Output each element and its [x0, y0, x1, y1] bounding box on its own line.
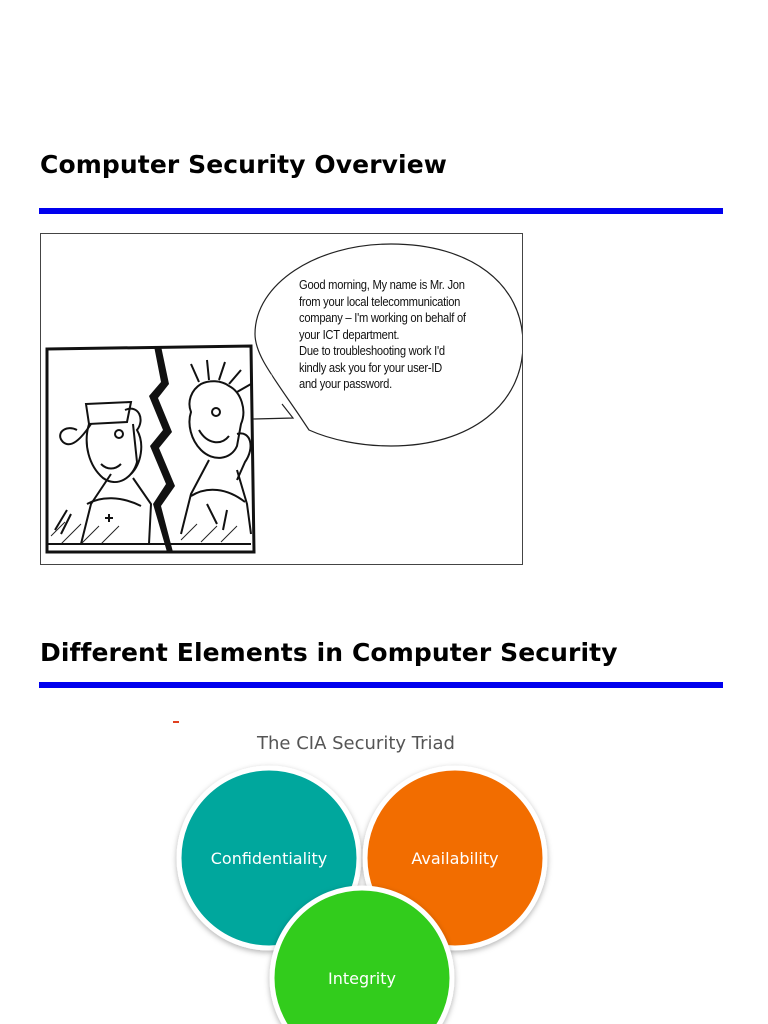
confidentiality-label: Confidentiality: [211, 849, 327, 868]
speech-bubble: [254, 243, 522, 447]
speech-line: company – I'm working on behalf of: [299, 310, 466, 325]
triad-title: The CIA Security Triad: [257, 733, 455, 754]
cia-triad-diagram: Confidentiality Availability Integrity: [176, 765, 548, 1024]
integrity-label: Integrity: [328, 969, 396, 988]
integrity-circle: Integrity: [269, 885, 455, 1024]
speech-line: Good morning, My name is Mr. Jon: [299, 277, 465, 292]
phone-call-cartoon: [45, 243, 522, 554]
cartoon-illustration: Good morning, My name is Mr. Jon from yo…: [40, 233, 523, 565]
speech-bubble-text: Good morning, My name is Mr. Jon from yo…: [299, 277, 497, 393]
speech-line: Due to troubleshooting work I'd: [299, 343, 445, 358]
right-man-figure: [180, 359, 252, 535]
cartoon-panel: [45, 344, 256, 554]
section-divider: [39, 682, 723, 688]
speech-line: kindly ask you for your user-ID: [299, 359, 442, 375]
availability-label: Availability: [411, 849, 498, 868]
speech-line: and your password.: [299, 376, 392, 391]
section-divider: [39, 208, 723, 214]
speech-line: your ICT department.: [299, 326, 400, 342]
speech-line: from your local telecommunication: [299, 293, 461, 309]
lightning-divider: [149, 346, 175, 552]
decorative-mark: [173, 721, 179, 723]
section-title-elements: Different Elements in Computer Security: [40, 638, 618, 667]
section-title-overview: Computer Security Overview: [40, 150, 447, 179]
left-man-figure: [54, 400, 153, 545]
